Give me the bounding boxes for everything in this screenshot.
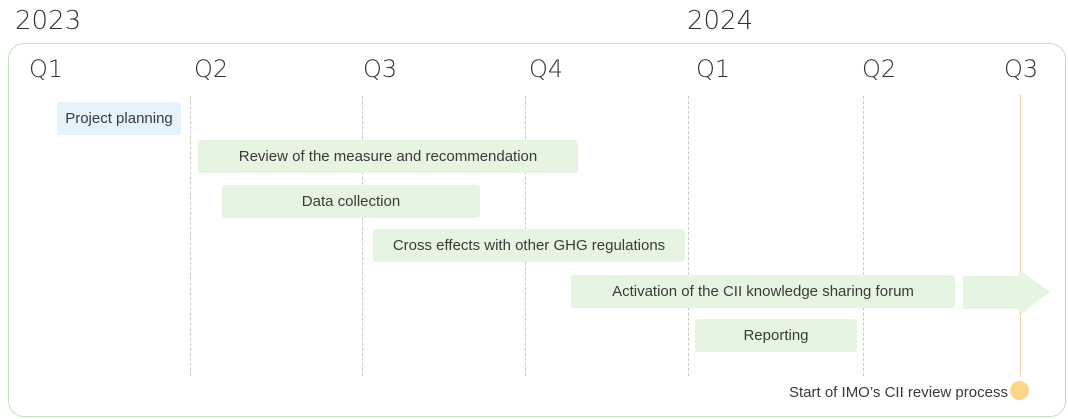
milestone-dot-icon xyxy=(1010,381,1029,400)
year-label-2023: 2023 xyxy=(15,6,82,36)
quarter-divider xyxy=(863,96,864,376)
quarter-label-2024-q3: Q3 xyxy=(1004,55,1039,83)
task-bar-reporting: Reporting xyxy=(695,319,857,352)
quarter-label-2023-q4: Q4 xyxy=(529,55,564,83)
quarter-label-2024-q1: Q1 xyxy=(696,55,731,83)
task-bar-data-collection: Data collection xyxy=(222,185,480,218)
continuation-arrow-icon xyxy=(963,270,1050,316)
quarter-divider xyxy=(688,96,689,376)
quarter-label-2023-q2: Q2 xyxy=(194,55,229,83)
task-bar-cross-effects: Cross effects with other GHG regulations xyxy=(373,229,685,262)
task-bar-review-measure: Review of the measure and recommendation xyxy=(198,140,578,173)
timeline-frame xyxy=(8,43,1066,417)
quarter-divider xyxy=(362,96,363,376)
milestone-line xyxy=(1020,95,1021,377)
quarter-label-2024-q2: Q2 xyxy=(862,55,897,83)
milestone-label: Start of IMO’s CII review process xyxy=(789,384,1008,401)
task-bar-project-planning: Project planning xyxy=(57,102,181,135)
quarter-divider xyxy=(190,96,191,376)
quarter-label-2023-q1: Q1 xyxy=(29,55,64,83)
year-label-2024: 2024 xyxy=(687,6,754,36)
quarter-label-2023-q3: Q3 xyxy=(363,55,398,83)
task-bar-cii-forum: Activation of the CII knowledge sharing … xyxy=(571,275,955,308)
